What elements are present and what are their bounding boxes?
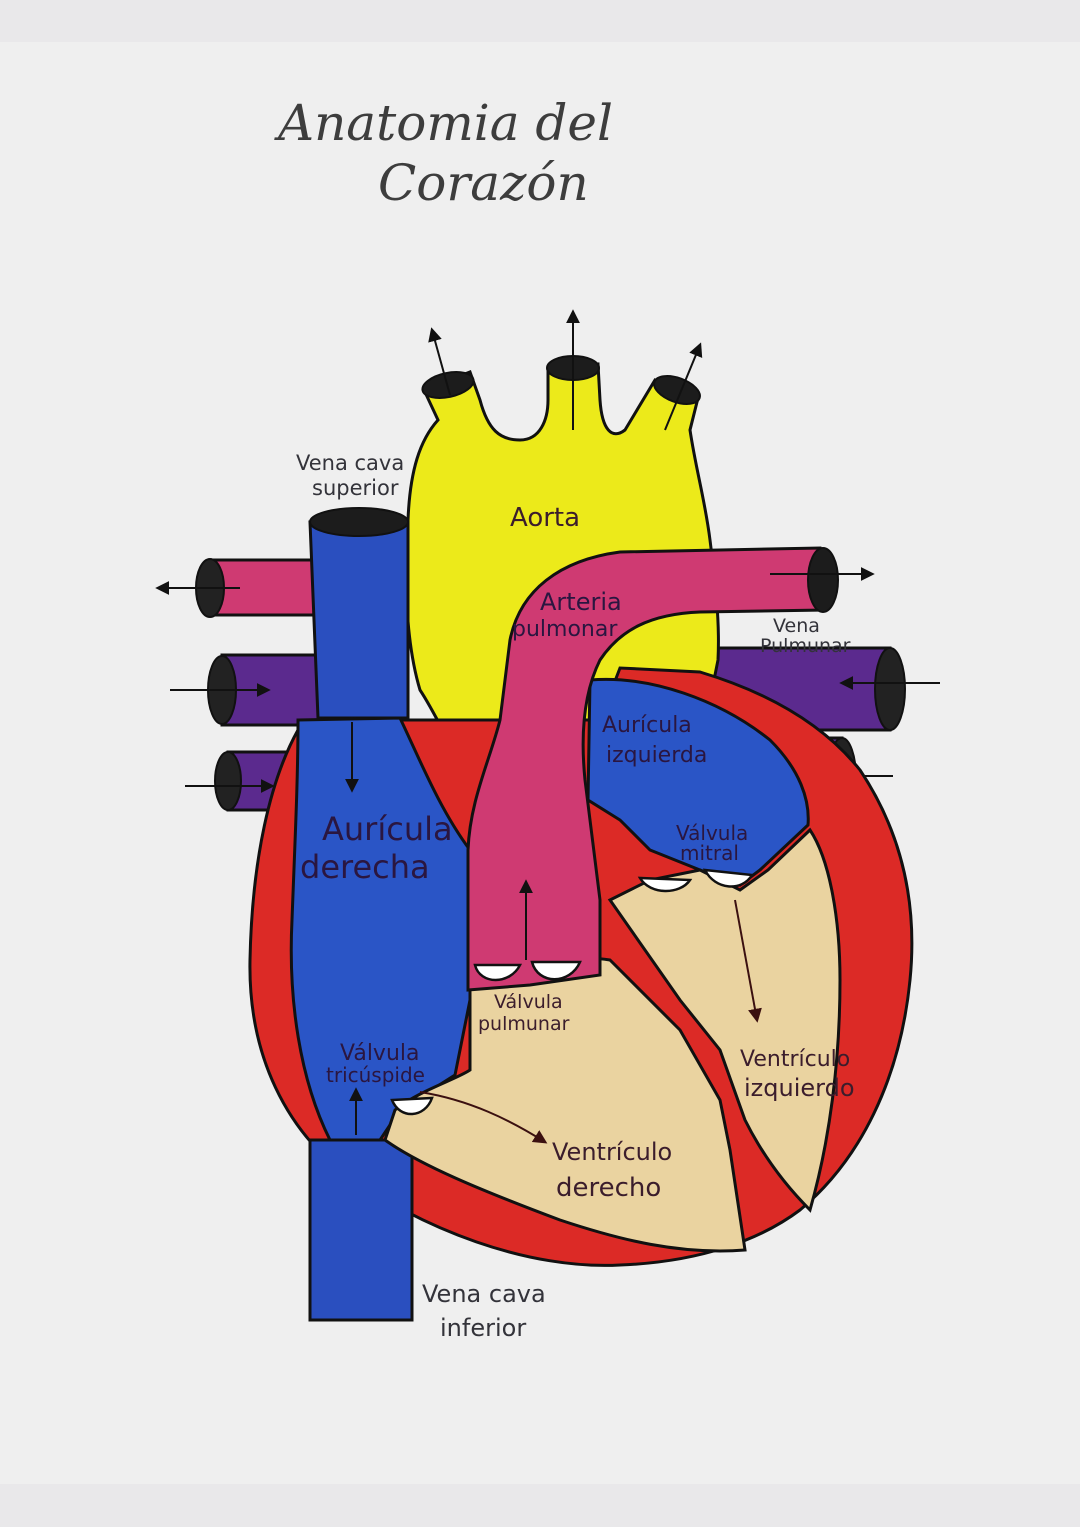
label-valvula-pulmonar-2: pulmunar bbox=[478, 1013, 570, 1035]
label-ventriculo-izquierdo-1: Ventrículo bbox=[740, 1047, 850, 1072]
label-valvula-mitral-1: Válvula bbox=[676, 821, 748, 845]
diagram-title-line1: Anatomia del bbox=[274, 94, 613, 152]
mitral-to-lv-arrow bbox=[734, 899, 762, 1023]
label-vena-cava-superior-2: superior bbox=[312, 476, 399, 500]
aorta-branch-arrow-1 bbox=[428, 327, 451, 396]
left-atrium bbox=[586, 677, 810, 887]
label-auricula-derecha-2: derecha bbox=[300, 848, 430, 886]
label-vena-cava-inferior-1: Vena cava bbox=[422, 1280, 546, 1308]
label-valvula-tricuspide-2: tricúspide bbox=[326, 1063, 425, 1087]
label-auricula-derecha-1: Aurícula bbox=[322, 810, 453, 848]
labels: Vena cava superior Aorta Arteria pulmona… bbox=[296, 451, 855, 1342]
tricuspid-to-rv-arrow bbox=[419, 1091, 548, 1144]
label-valvula-tricuspide-1: Válvula bbox=[340, 1041, 420, 1066]
label-arteria-pulmonar-2: pulmonar bbox=[512, 617, 618, 642]
diagram-title-line2: Corazón bbox=[378, 154, 589, 212]
label-aorta: Aorta bbox=[510, 503, 580, 533]
label-valvula-pulmonar-1: Válvula bbox=[494, 991, 563, 1013]
left-ventricle bbox=[607, 827, 842, 1213]
vena-cava-and-right-atrium bbox=[289, 507, 472, 1322]
label-ventriculo-derecho-2: derecho bbox=[556, 1173, 661, 1203]
label-ventriculo-izquierdo-2: izquierdo bbox=[744, 1074, 855, 1102]
label-arteria-pulmonar-1: Arteria bbox=[540, 588, 622, 616]
valve-cusps bbox=[390, 868, 755, 1116]
label-auricula-izquierda-1: Aurícula bbox=[602, 713, 692, 738]
label-ventriculo-derecho-1: Ventrículo bbox=[552, 1138, 672, 1166]
label-valvula-mitral-2: mitral bbox=[680, 841, 739, 865]
aorta-branch-arrow-3 bbox=[664, 342, 703, 431]
label-auricula-izquierda-2: izquierda bbox=[606, 743, 707, 768]
label-vena-cava-superior-1: Vena cava bbox=[296, 451, 404, 475]
label-vena-cava-inferior-2: inferior bbox=[440, 1314, 526, 1342]
label-vena-pulmonar-1: Vena bbox=[773, 615, 820, 637]
pulmonary-artery-opening bbox=[807, 547, 839, 613]
label-vena-pulmonar-2: Pulmunar bbox=[760, 635, 851, 657]
